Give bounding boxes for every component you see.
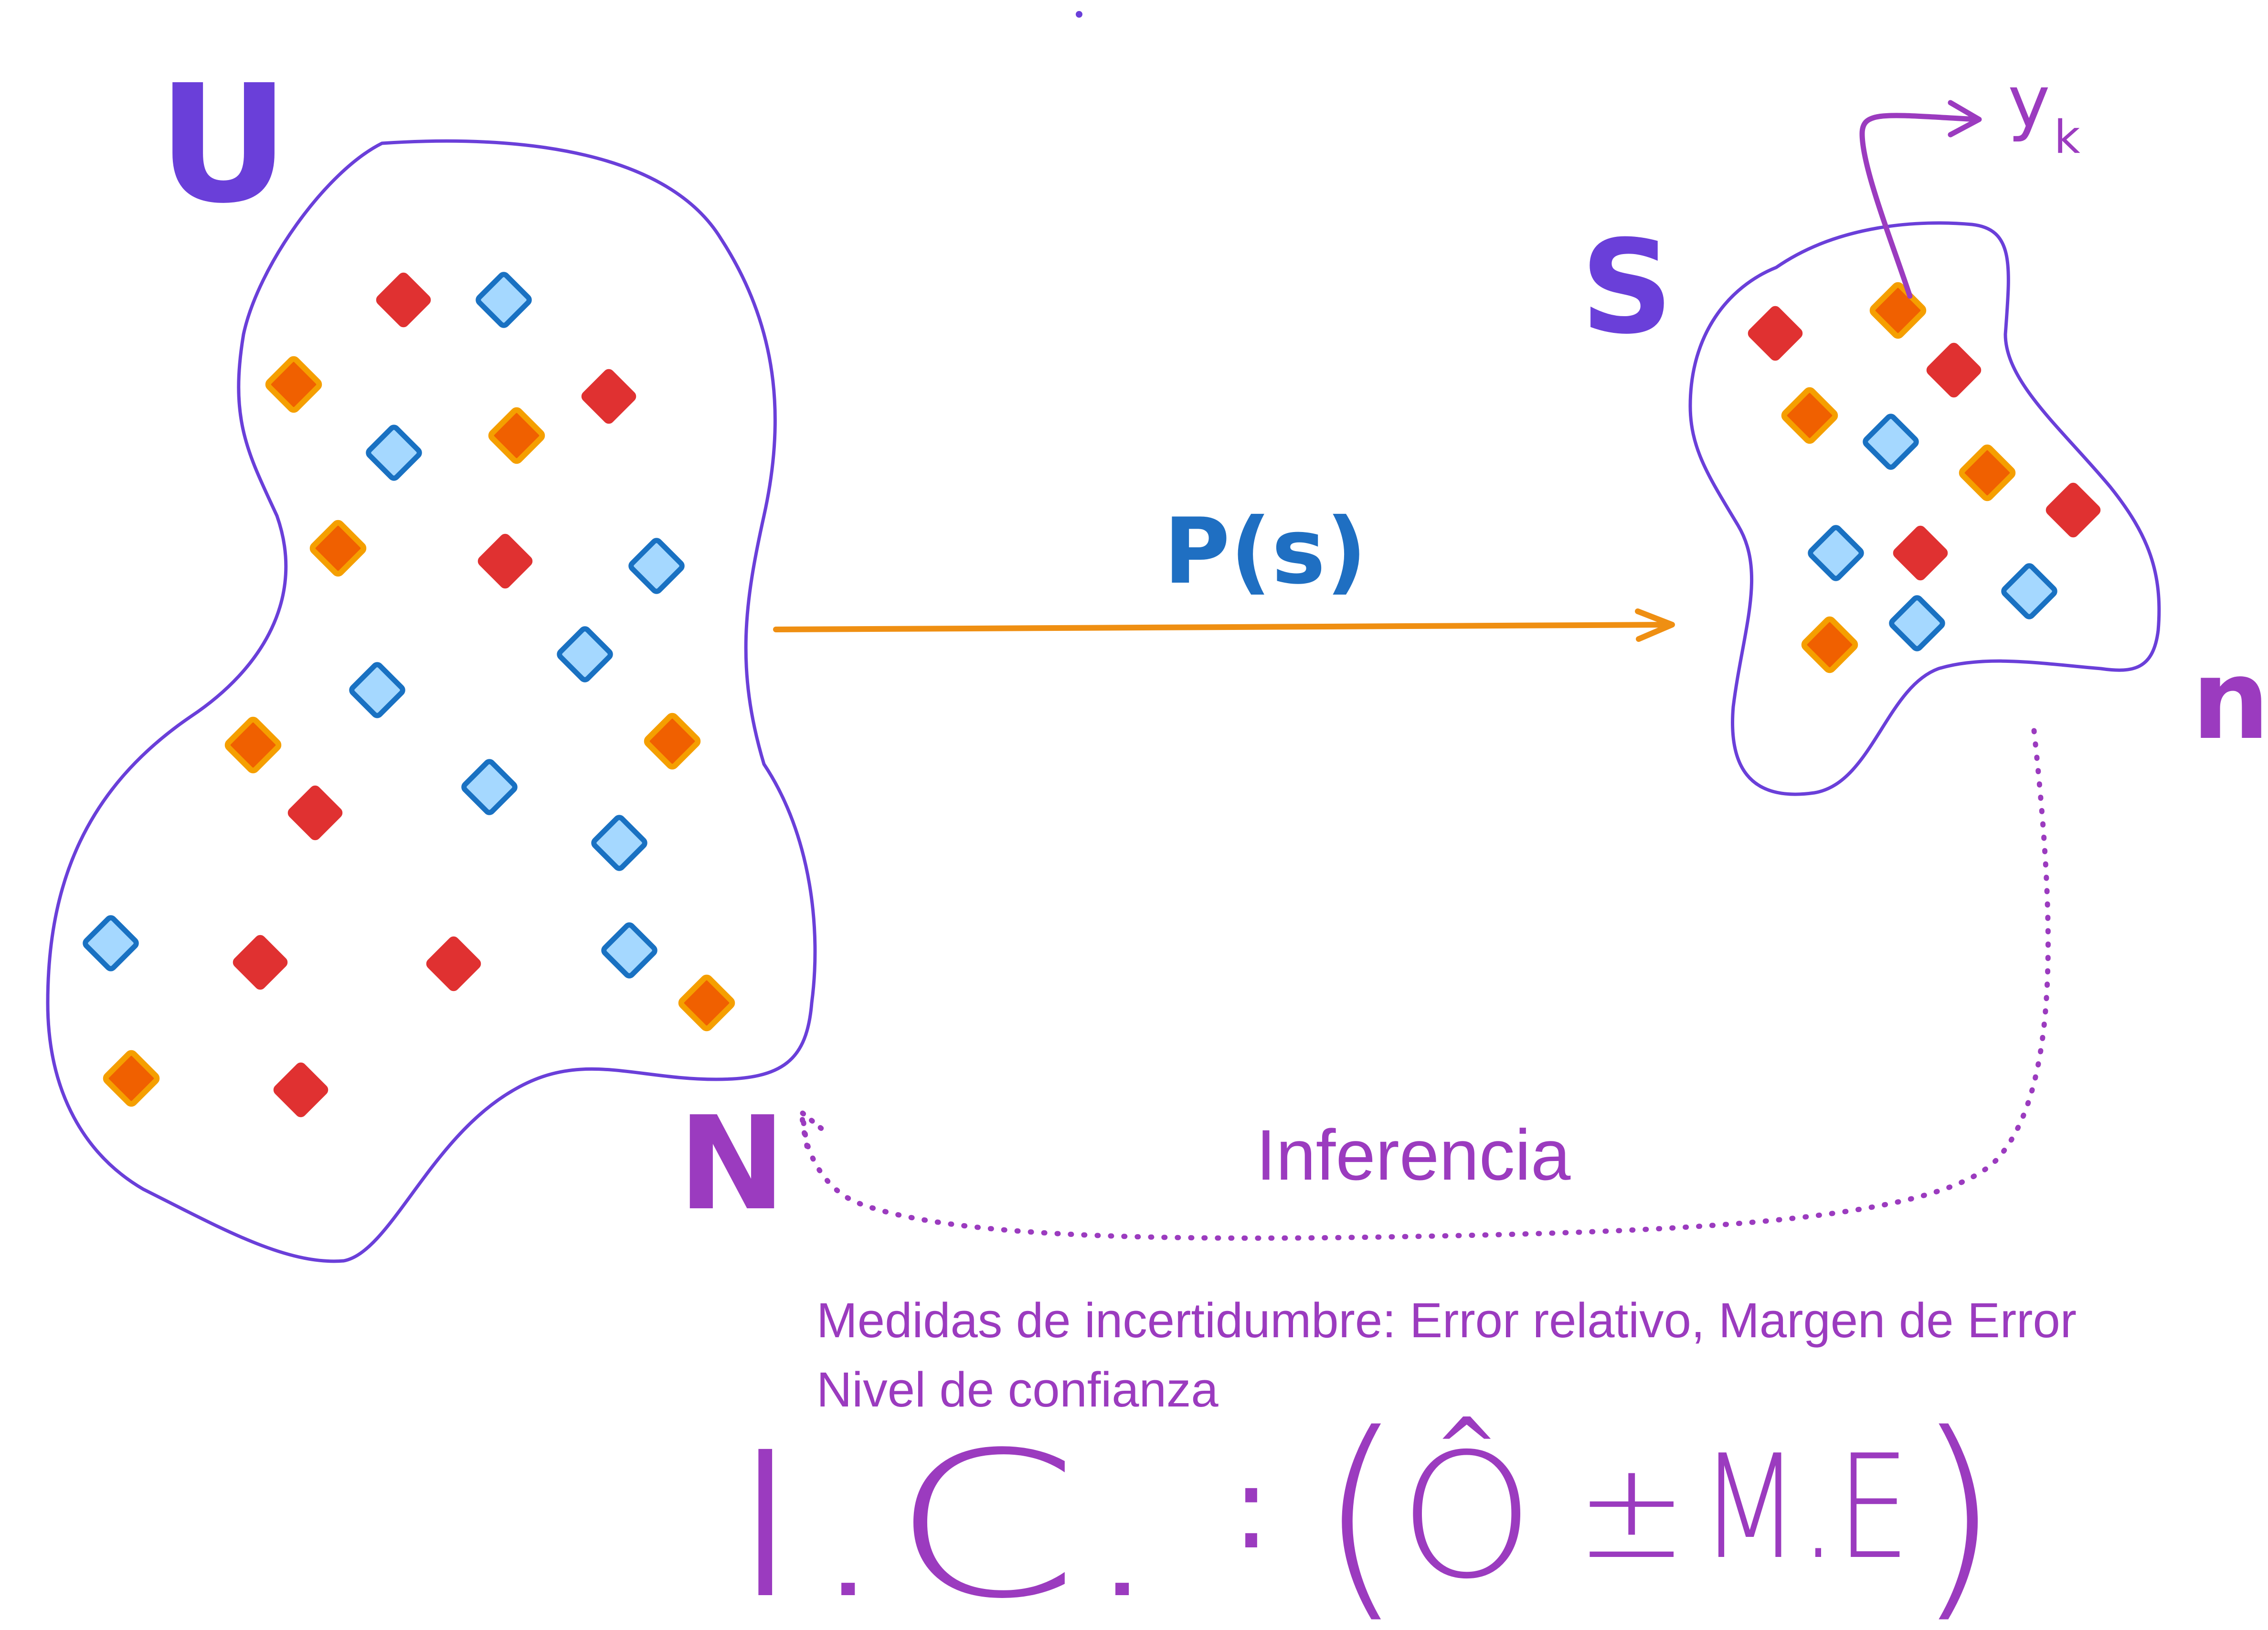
inference-arrowhead xyxy=(798,1106,831,1149)
formula-colon: : xyxy=(1232,1441,1271,1575)
sampling-arrowhead xyxy=(1635,608,1675,642)
yk-arrowhead xyxy=(1948,100,1982,138)
population-element-orange xyxy=(489,408,543,462)
formula-estimator: Ô xyxy=(1399,1415,1534,1617)
sample-element-blue xyxy=(1890,596,1944,650)
sample-label: S xyxy=(1580,212,1673,362)
population-element-red xyxy=(478,534,532,588)
sample-element-blue xyxy=(1864,415,1918,469)
population-element-blue xyxy=(462,760,516,814)
population-element-red xyxy=(274,1063,328,1117)
formula-open-paren: ( xyxy=(1318,1387,1403,1630)
sample-element-orange xyxy=(1782,388,1836,442)
population-elements xyxy=(84,273,733,1117)
population-element-red xyxy=(426,937,480,991)
population-element-red xyxy=(233,935,287,989)
population-element-blue xyxy=(558,627,612,681)
population-element-orange xyxy=(645,714,699,768)
formula-plus-minus: ± xyxy=(1576,1433,1688,1589)
yk-label: yk xyxy=(2008,61,2080,164)
sample-element-red xyxy=(1748,306,1802,360)
formula-margin: M.E xyxy=(1700,1424,1910,1591)
population-element-orange xyxy=(679,976,733,1030)
population-element-blue xyxy=(477,273,530,327)
population-element-red xyxy=(376,273,430,327)
sample-element-orange xyxy=(1960,446,2014,500)
sample-element-blue xyxy=(1809,526,1863,580)
population-element-orange xyxy=(104,1051,158,1105)
population-element-red xyxy=(288,786,342,840)
population-element-orange xyxy=(311,521,365,575)
population-element-blue xyxy=(629,539,683,593)
population-blob xyxy=(46,139,817,1263)
formula-lhs: I.C. xyxy=(726,1409,1165,1630)
sample-element-blue xyxy=(2002,564,2056,618)
sample-element-orange xyxy=(1802,618,1856,671)
confidence-interval-formula: I.C. : ( Ô ± M.E ) xyxy=(726,1387,2000,1630)
inference-arrow xyxy=(799,728,2051,1241)
population-size-label: N xyxy=(678,1088,786,1239)
population-element-blue xyxy=(602,923,656,977)
sampling-label: P(s) xyxy=(1164,499,1367,604)
population-element-orange xyxy=(226,718,280,772)
sample-element-red xyxy=(2046,483,2100,537)
sample-element-red xyxy=(1893,526,1947,580)
sampling-arrow xyxy=(773,622,1674,632)
sample-element-orange xyxy=(1871,283,1925,337)
sample-size-label: n xyxy=(2192,637,2268,764)
uncertainty-line-2: Nivel de confianza xyxy=(816,1362,1219,1417)
inference-label: Inferencia xyxy=(1256,1115,1571,1195)
sample-elements xyxy=(1748,283,2100,671)
uncertainty-line-1: Medidas de incertidumbre: Error relativo… xyxy=(816,1293,2077,1348)
stray-dot xyxy=(1076,11,1082,18)
population-element-orange xyxy=(266,357,320,411)
population-label: U xyxy=(158,50,289,239)
population-element-blue xyxy=(350,663,404,717)
population-element-blue xyxy=(592,816,646,870)
population-element-blue xyxy=(367,426,421,479)
sample-element-red xyxy=(1927,343,1981,397)
population-element-red xyxy=(582,369,636,423)
formula-close-paren: ) xyxy=(1915,1387,2000,1630)
yk-pointer xyxy=(1859,113,1980,299)
population-element-blue xyxy=(84,916,138,970)
sample-blob xyxy=(1688,221,2161,796)
